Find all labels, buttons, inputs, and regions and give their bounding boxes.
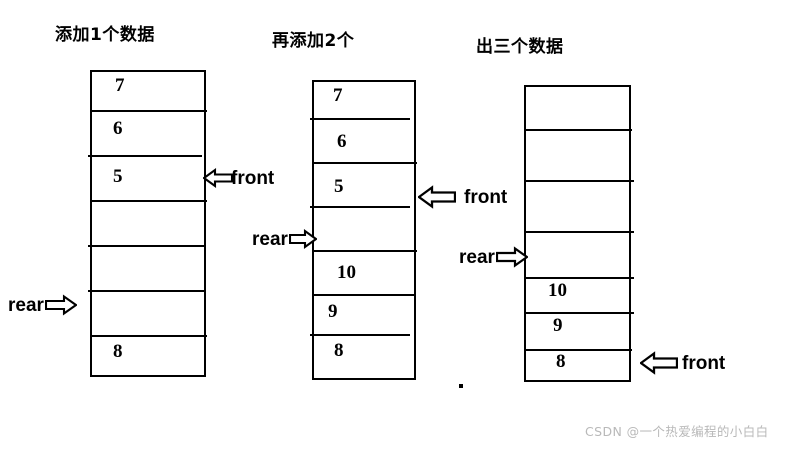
panel-3-separator	[525, 129, 633, 131]
csdn-watermark: CSDN @一个热爱编程的小白白	[585, 424, 769, 439]
panel-3-separator	[525, 180, 635, 182]
panel-3-separator	[525, 312, 635, 314]
arrow-right-icon	[288, 228, 317, 250]
panel-3-separator	[525, 231, 635, 233]
panel-3-front-pointer: front	[640, 350, 725, 376]
panel-2-separator	[313, 294, 416, 296]
panel-3-separator	[525, 349, 633, 351]
panel-1-title: 添加1个数据	[55, 25, 155, 45]
panel-1-separator	[88, 290, 205, 292]
panel-1-separator	[91, 110, 208, 112]
panel-1-separator	[91, 335, 208, 337]
panel-2-separator	[310, 118, 410, 120]
panel-3-queue-box	[524, 85, 635, 382]
panel-3-cell-value: 8	[556, 351, 566, 372]
panel-3-rear-pointer: rear	[459, 245, 528, 269]
panel-3-separator	[525, 277, 635, 279]
panel-3-cell-value: 9	[553, 315, 563, 336]
arrow-left-icon	[203, 167, 233, 189]
panel-1-cell-value: 5	[113, 166, 123, 187]
stray-dot-mark	[459, 384, 463, 388]
panel-2-separator	[310, 206, 410, 208]
panel-1-separator	[88, 155, 203, 157]
panel-3-front-label: front	[682, 352, 726, 374]
panel-3-title: 出三个数据	[476, 37, 564, 57]
panel-2-separator	[313, 162, 417, 164]
panel-1-rear-label: rear	[8, 294, 44, 316]
panel-2-cell-value: 8	[334, 340, 344, 361]
panel-1-queue-box	[88, 70, 208, 377]
panel-2-cell-value: 7	[333, 85, 343, 106]
panel-2-cell-value: 5	[334, 176, 344, 197]
arrow-left-icon	[418, 185, 456, 209]
panel-1-cell-value: 8	[113, 341, 123, 362]
panel-1-cell-value: 6	[113, 118, 123, 139]
panel-2-rear-label: rear	[252, 228, 288, 250]
panel-2-front-label: front	[464, 186, 508, 208]
panel-1-front-label: front	[231, 167, 275, 189]
panel-2-separator	[313, 250, 417, 252]
panel-3-cell-value: 10	[548, 280, 567, 301]
panel-2-front-pointer: front	[418, 184, 507, 210]
panel-1-front-pointer: front	[203, 167, 274, 189]
panel-1-separator	[91, 200, 208, 202]
panel-2-cell-value: 10	[337, 262, 356, 283]
panel-1-separator	[88, 245, 205, 247]
arrow-right-icon	[44, 294, 77, 316]
panel-2-cell-value: 6	[337, 131, 347, 152]
panel-1-cell-value: 7	[115, 75, 125, 96]
arrow-right-icon	[495, 246, 528, 268]
panel-2-rear-pointer: rear	[252, 228, 317, 250]
panel-1-rear-pointer: rear	[8, 293, 77, 317]
panel-2-queue-box	[310, 80, 417, 380]
panel-2-cell-value: 9	[328, 301, 338, 322]
panel-3-rear-label: rear	[459, 246, 495, 268]
panel-2-separator	[310, 334, 410, 336]
panel-2-title: 再添加2个	[272, 31, 355, 51]
arrow-left-icon	[640, 351, 678, 375]
